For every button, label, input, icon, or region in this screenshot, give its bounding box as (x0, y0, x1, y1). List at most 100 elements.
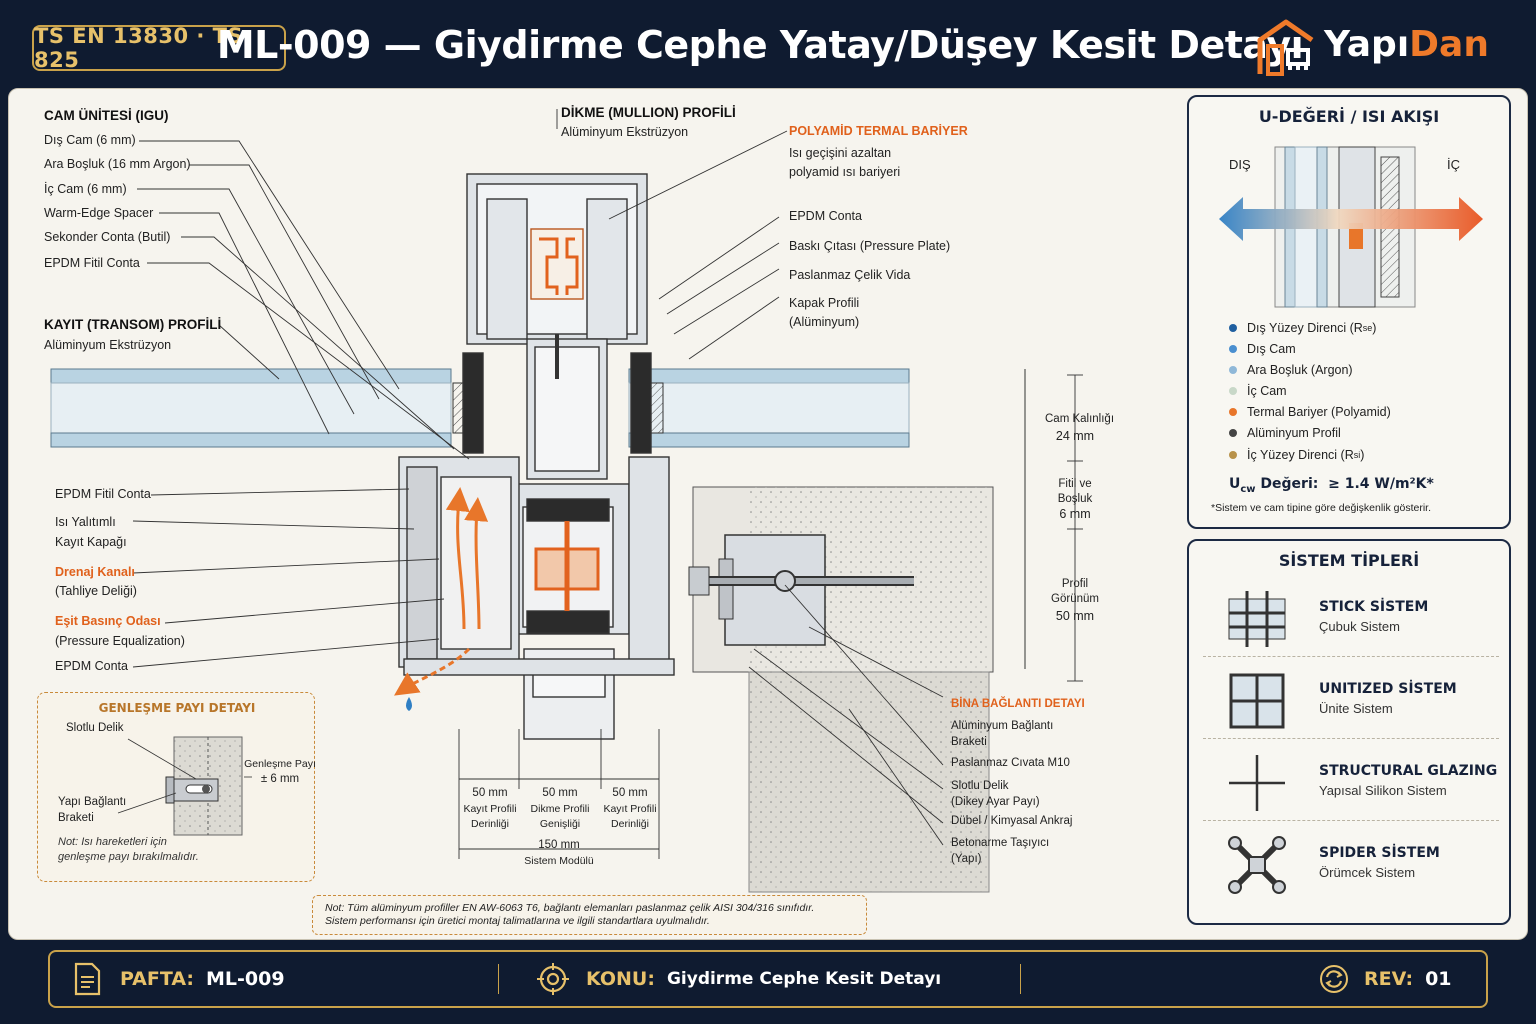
note-line-2: Sistem performansı için üretici montaj t… (325, 915, 710, 927)
system-sub: Örümcek Sistem (1319, 865, 1416, 880)
bc-bracket-1: Alüminyum Bağlantı (951, 720, 1054, 732)
u-value-panel: U-DEĞERİ / ISI AKIŞI DIŞ İÇ Dış Yüzey Di… (1187, 95, 1511, 529)
legend-tail: ) (1372, 321, 1377, 335)
legend-label: İç Yüzey Direnci (R (1247, 448, 1354, 462)
system-sub: Ünite Sistem (1319, 701, 1393, 716)
dim-b3-1: 50 mm (612, 787, 648, 799)
bc-concrete-2: (Yapı) (951, 853, 982, 865)
footer-revision: REV: 01 (1318, 952, 1452, 1006)
page-title: ML-009 — Giydirme Cephe Yatay/Düşey Kesi… (216, 23, 1304, 67)
legend-dot-rse (1229, 324, 1237, 332)
dim-gap-2: Boşluk (1057, 493, 1093, 505)
legend-item: İç Cam (1229, 384, 1287, 398)
mullion-title: DİKME (MULLION) PROFİLİ (561, 105, 736, 120)
note-line-1: Not: Tüm alüminyum profiller EN AW-6063 … (325, 902, 815, 914)
expansion-detail-box: GENLEŞME PAYI DETAYI Slotlu Delik Yapı B… (37, 692, 316, 882)
u-outside-label: DIŞ (1229, 157, 1251, 172)
material-note: Not: Tüm alüminyum profiller EN AW-6063 … (312, 895, 867, 935)
pressure-title: Eşit Basınç Odası (55, 614, 161, 628)
dim-b1-3: Derinliği (471, 818, 509, 830)
legend-label: Dış Cam (1247, 342, 1296, 356)
dimension-lines (458, 374, 1083, 859)
bc-bolt: Paslanmaz Cıvata M10 (951, 757, 1070, 769)
footer-rev-value: 01 (1425, 968, 1452, 990)
legend-dot-outer-glass (1229, 345, 1237, 353)
ucw-note: *Sistem ve cam tipine göre değişkenlik g… (1211, 502, 1432, 514)
legend-sub: se (1362, 323, 1373, 333)
footer-divider (1020, 964, 1021, 994)
system-type-structural: STRUCTURAL GLAZING Yapısal Silikon Siste… (1203, 741, 1499, 821)
footer-bar: PAFTA: ML-009 KONU: Giydirme Cephe Kesit… (48, 950, 1488, 1008)
expansion-gap-1: Genleşme Payı (244, 758, 316, 770)
footer-sheet: PAFTA: ML-009 (72, 952, 285, 1006)
dim-gap-1: Fitil ve (1058, 478, 1092, 490)
cover-profile-material: (Alüminyum) (789, 315, 860, 329)
system-types-title: SİSTEM TİPLERİ (1278, 551, 1420, 570)
dim-module-2: Sistem Modülü (524, 855, 594, 867)
legend-dot-argon (1229, 366, 1237, 374)
igu-inner-glass: İç Cam (6 mm) (44, 182, 127, 196)
u-value-title: U-DEĞERİ / ISI AKIŞI (1258, 107, 1440, 126)
epdm-conta-lower: EPDM Conta (55, 659, 128, 673)
building-logo-icon (1257, 19, 1314, 76)
legend-item: Alüminyum Profil (1229, 426, 1341, 440)
mullion-profile (466, 173, 648, 740)
right-epdm: EPDM Conta (789, 209, 862, 223)
thermal-sub-2: polyamid ısı bariyeri (789, 165, 901, 179)
footer-sheet-key: PAFTA: (120, 968, 195, 990)
steel-screw: Paslanmaz Çelik Vida (789, 268, 911, 282)
igu-argon-gap: Ara Boşluk (16 mm Argon) (44, 157, 191, 171)
footer-sheet-value: ML-009 (206, 968, 285, 990)
heat-flow-diagram (1219, 146, 1483, 308)
insulated-cap-1: Isı Yalıtımlı (55, 515, 116, 529)
footer-subject-key: KONU: (586, 968, 655, 990)
dim-glass-1: Cam Kalınlığı (1045, 413, 1115, 425)
bc-concrete-1: Betonarme Taşıyıcı (951, 837, 1050, 849)
dim-face-3: 50 mm (1055, 609, 1095, 623)
bc-slot-1: Slotlu Delik (951, 780, 1009, 792)
system-name: STRUCTURAL GLAZING (1319, 763, 1498, 779)
drawing-sheet: CAM ÜNİTESİ (IGU) Dış Cam (6 mm) Ara Boş… (8, 88, 1528, 940)
dim-b1-2: Kayıt Profili (463, 803, 517, 815)
bc-anchor: Dübel / Kimyasal Ankraj (951, 815, 1073, 827)
building-bracket (688, 369, 1026, 893)
dim-face-2: Görünüm (1051, 593, 1099, 605)
transom-sub: Alüminyum Ekstrüzyon (44, 338, 172, 352)
logo-text: YapıDan (1324, 24, 1489, 65)
ucw-value-row: Ucw Değeri: ≥ 1.4 W/m²K* (1229, 477, 1434, 497)
legend-sub: si (1353, 450, 1361, 460)
legend-item: Ara Boşluk (Argon) (1229, 363, 1353, 377)
dim-b3-3: Derinliği (611, 818, 649, 830)
stick-system-icon (1228, 591, 1286, 647)
dim-module-1: 150 mm (538, 839, 580, 851)
legend-label: Termal Bariyer (Polyamid) (1247, 405, 1391, 419)
legend-dot-aluminium (1229, 429, 1237, 437)
building-connection-title: BİNA BAĞLANTI DETAYI (951, 698, 1085, 710)
igu-spacer: Warm-Edge Spacer (44, 206, 154, 220)
ucw-label-sub: cw (1240, 483, 1256, 495)
transom-profile (398, 352, 675, 676)
standard-badge: TS EN 13830 · TS 825 (32, 24, 286, 72)
igu-title: CAM ÜNİTESİ (IGU) (44, 108, 169, 123)
ucw-label-post: Değeri: (1255, 476, 1319, 492)
thermal-sub-1: Isı geçişini azaltan (789, 146, 892, 160)
system-types-panel: SİSTEM TİPLERİ STICK SİSTEM Çubuk Sistem… (1187, 539, 1511, 925)
expansion-bracket-2: Braketi (58, 812, 94, 824)
expansion-slot: Slotlu Delik (66, 722, 124, 734)
expansion-bracket-1: Yapı Bağlantı (58, 796, 127, 808)
dim-b1-1: 50 mm (472, 787, 508, 799)
transom-title: KAYIT (TRANSOM) PROFİLİ (44, 317, 222, 332)
target-icon (537, 963, 569, 995)
system-type-unitized: UNITIZED SİSTEM Ünite Sistem (1203, 659, 1499, 739)
footer-subject: KONU: Giydirme Cephe Kesit Detayı (536, 952, 941, 1006)
footer-divider (498, 964, 499, 994)
ucw-label-pre: U (1229, 476, 1241, 492)
unitized-system-icon (1229, 673, 1285, 729)
expansion-gap-2: ± 6 mm (260, 773, 300, 785)
expansion-title: GENLEŞME PAYI DETAYI (98, 701, 256, 715)
logo-text-main: Yapı (1324, 24, 1410, 65)
lower-epdm: EPDM Fitil Conta (55, 487, 151, 501)
bc-bracket-2: Braketi (951, 736, 987, 748)
section-drawing (50, 109, 1083, 893)
